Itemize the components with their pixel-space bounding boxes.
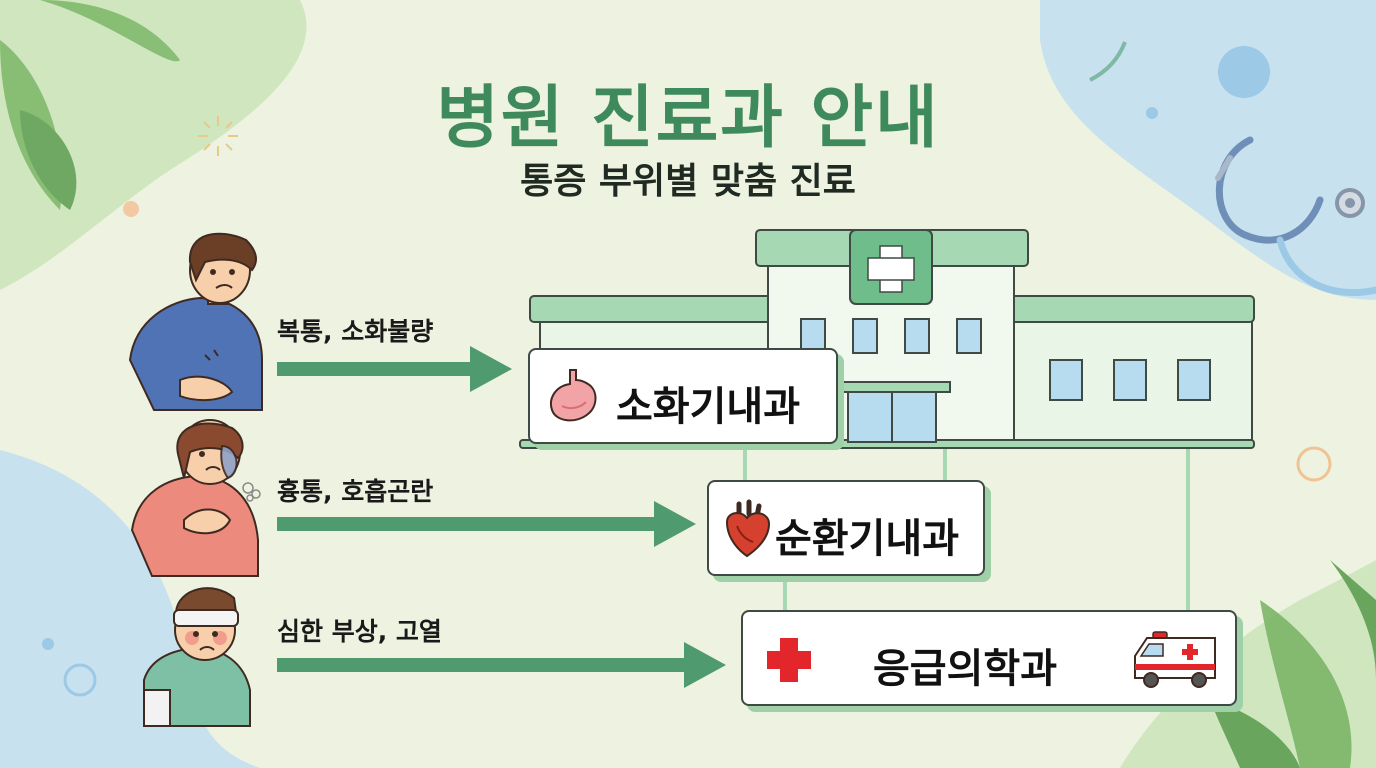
breath-icon — [242, 482, 261, 502]
department-card-gastroenterology[interactable]: 소화기내과 — [528, 348, 838, 444]
page-title: 병원 진료과 안내 — [436, 79, 940, 158]
leaf-icon — [1210, 560, 1376, 768]
department-label: 응급의학과 — [873, 646, 1057, 692]
arrow-icon — [277, 501, 696, 547]
symptom-label: 심한 부상, 고열 — [277, 617, 442, 646]
ambulance-icon — [1134, 631, 1216, 688]
department-label: 순환기내과 — [775, 516, 959, 562]
arrow-icon — [277, 346, 512, 392]
symptom-label: 복통, 소화불량 — [277, 317, 434, 346]
sparkle-icon — [198, 116, 238, 156]
red-cross-icon — [767, 638, 811, 682]
symptom-label: 흉통, 호흡곤란 — [277, 477, 434, 506]
stethoscope-icon — [1215, 136, 1376, 297]
stomach-icon — [550, 369, 597, 422]
patient-stomachache-icon — [128, 232, 263, 411]
department-card-emergency[interactable]: 응급의학과 — [741, 610, 1237, 706]
department-label: 소화기내과 — [616, 384, 800, 430]
leaf-icon — [0, 0, 180, 210]
page-subtitle: 통증 부위별 맞춤 진료 — [520, 161, 856, 202]
patient-injured-icon — [143, 587, 251, 727]
patient-chestpain-icon — [130, 419, 261, 577]
heart-icon — [725, 499, 771, 558]
arrow-icon — [277, 642, 726, 688]
department-card-cardiology[interactable]: 순환기내과 — [707, 480, 985, 576]
